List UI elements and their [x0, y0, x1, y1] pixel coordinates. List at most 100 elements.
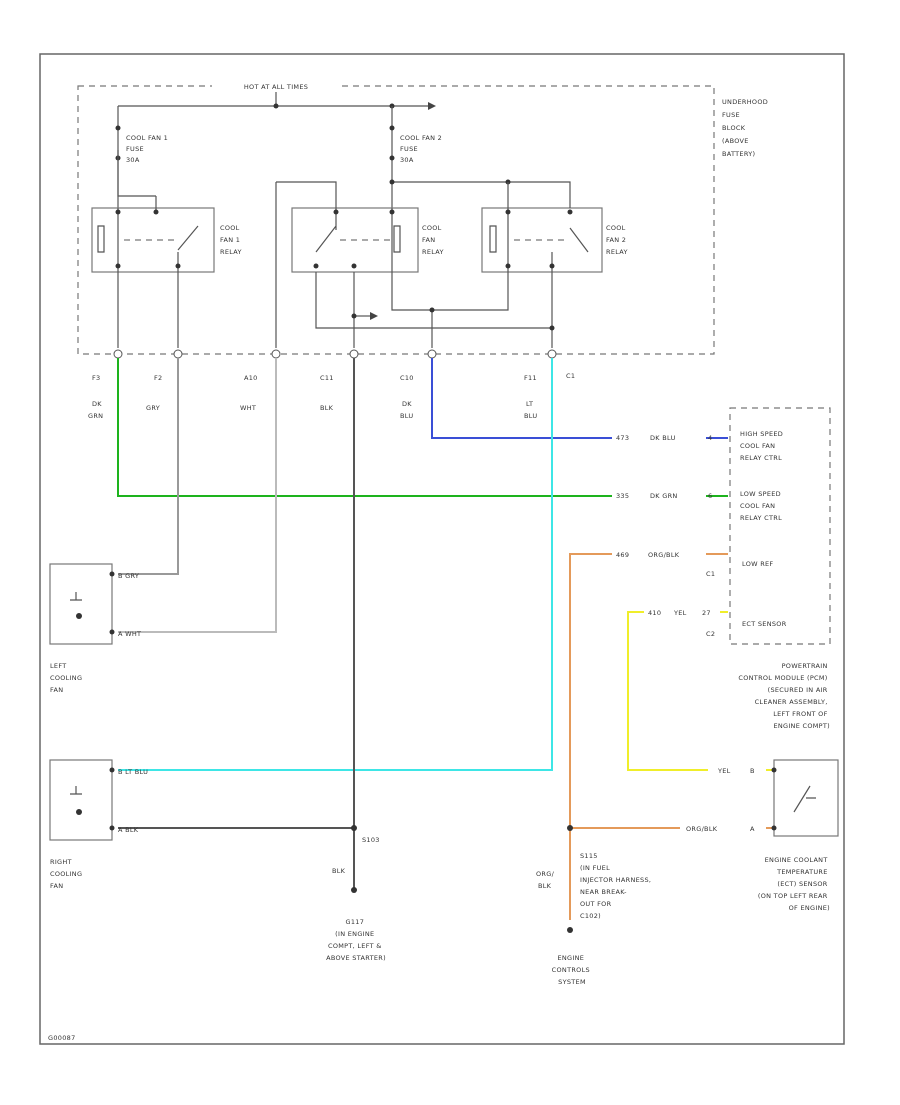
relay-s-coil [393, 225, 401, 253]
pin-c11 [349, 349, 359, 359]
wire-dk-blu [431, 358, 728, 439]
fuse2-label: COOL FAN 2 FUSE 30A [400, 134, 445, 164]
label-bg-lowref [612, 548, 706, 560]
relay1-outputs [117, 272, 179, 348]
relay2-pin-1 [505, 209, 511, 215]
relay1-pin-1 [115, 209, 121, 215]
fuse-block-title: UNDERHOOD FUSE BLOCK (ABOVE BATTERY) [722, 98, 770, 158]
blk-splice [351, 313, 357, 319]
fuse2-top [389, 125, 395, 131]
relay1-box [91, 207, 215, 273]
relay1-coil [97, 225, 105, 253]
ect-wire-b-bg [680, 822, 766, 834]
right-fan-motor [76, 809, 82, 815]
ltblu-splice [549, 325, 555, 331]
s115-wire-color: ORG/ BLK [536, 870, 556, 890]
relay1-pin-3 [153, 209, 159, 215]
pcm-c1: C1 [706, 570, 715, 578]
conn-f11-id: F11 [524, 374, 537, 382]
wire-high-num: 4 [708, 434, 712, 442]
ground-wire-label-bg [330, 864, 350, 876]
relay2-box [481, 207, 603, 273]
fuse2-to-relay2 [392, 181, 571, 208]
right-fan-pin-a [109, 825, 115, 831]
wire-dk-grn [117, 358, 728, 497]
conn-f2-color: GRY [146, 404, 160, 412]
conn-a10-color: WHT [240, 404, 256, 412]
figure-id: G00087 [48, 1034, 76, 1042]
pcm-c2: C2 [706, 630, 715, 638]
wire-ect-num: 27 [702, 609, 711, 617]
ect-wire-b-color: ORG/BLK [686, 825, 718, 833]
fuse-block-top-label: HOT AT ALL TIMES [244, 83, 308, 91]
left-fan-pin-b-label: B GRY [118, 572, 139, 580]
ect-wire-a-color: YEL [717, 767, 731, 775]
pin-c10 [427, 349, 437, 359]
cool-fan-series-relay: COOL FAN RELAY [291, 207, 444, 273]
wire-high-pin: 473 [616, 434, 629, 442]
fuse2-bottom [389, 155, 395, 161]
conn-c10-id: C10 [400, 374, 414, 382]
pcm-description: POWERTRAIN CONTROL MODULE (PCM) (SECURED… [738, 662, 830, 730]
ground-label: G117 (IN ENGINE COMPT, LEFT & ABOVE STAR… [326, 918, 386, 962]
right-fan-pin-a-label: A BLK [118, 826, 139, 834]
ect-pin-b [771, 767, 777, 773]
right-fan-pin-b-label: B LT BLU [118, 768, 148, 776]
conn-c11-id: C11 [320, 374, 334, 382]
wire-lowref-pin: 469 [616, 551, 629, 559]
wire-wht [118, 358, 277, 633]
pin-f11 [547, 349, 557, 359]
relay2-pin-4 [549, 263, 555, 269]
relay2-label: COOL FAN 2 RELAY [606, 224, 629, 256]
relay-s-pin-2 [313, 263, 319, 269]
ground-g117: S103 BLK G117 (IN ENGINE COMPT, LEFT & A… [326, 825, 386, 962]
wire-ect-color: YEL [673, 609, 687, 617]
fuse2-splice [389, 179, 395, 185]
relay2-coil [489, 225, 497, 253]
ect-label: ENGINE COOLANT TEMPERATURE (ECT) SENSOR … [758, 856, 830, 912]
wire-low-num: 6 [708, 492, 712, 500]
conn-f2-id: F2 [154, 374, 162, 382]
fuse1-label: COOL FAN 1 FUSE 30A [126, 134, 171, 164]
relay-s-label: COOL FAN RELAY [422, 224, 444, 256]
pcm: HIGH SPEED COOL FAN RELAY CTRL LOW SPEED… [706, 407, 831, 730]
pin-a10 [271, 349, 281, 359]
left-fan-motor [76, 613, 82, 619]
pcm-outline [729, 407, 831, 645]
relay1-contacts [117, 196, 199, 272]
relay-s-pin-3 [351, 263, 357, 269]
relay-s-box [291, 207, 419, 273]
ect-sensor: YEL B ORG/BLK A ENGINE COOLANT TEMPERATU… [680, 759, 839, 912]
splice-s115-dot [567, 825, 573, 831]
ect-wire-a-bg [708, 764, 766, 776]
splice-s103 [351, 825, 357, 831]
splice-s103-label: S103 [362, 836, 380, 844]
wire-lt-blu [118, 358, 553, 771]
engine-controls-point [567, 927, 573, 933]
engine-controls-label: ENGINE CONTROLS SYSTEM [552, 954, 593, 986]
label-bg-ect [644, 606, 720, 618]
conn-f3-id: F3 [92, 374, 100, 382]
relay-s-coil-return [391, 272, 509, 311]
pin-f2 [173, 349, 183, 359]
ect-thermistor-symbol [793, 785, 816, 813]
wire-low-pin: 335 [616, 492, 629, 500]
left-fan-pin-a-label: A WHT [118, 630, 141, 638]
pcm-wire-labels: 473 DK BLU 4 335 DK GRN 6 469 ORG/BLK 41… [612, 431, 720, 618]
conn-a10-id: A10 [244, 374, 258, 382]
label-bg-low [612, 489, 706, 501]
relay1-pin-2 [115, 263, 121, 269]
conn-c11-color: BLK [320, 404, 334, 412]
ect-sensor-box [773, 759, 839, 837]
right-cooling-fan: B LT BLU A BLK RIGHT COOLING FAN [49, 759, 148, 890]
relay2-pin-3 [567, 209, 573, 215]
s115-label: S115 (IN FUEL INJECTOR HARNESS, NEAR BRE… [580, 852, 654, 920]
label-bg-high [612, 431, 706, 443]
relay1-label: COOL FAN 1 RELAY [220, 224, 243, 256]
ect-pin-a [771, 825, 777, 831]
bus-splice [273, 103, 279, 109]
wire-lowref-color: ORG/BLK [648, 551, 680, 559]
